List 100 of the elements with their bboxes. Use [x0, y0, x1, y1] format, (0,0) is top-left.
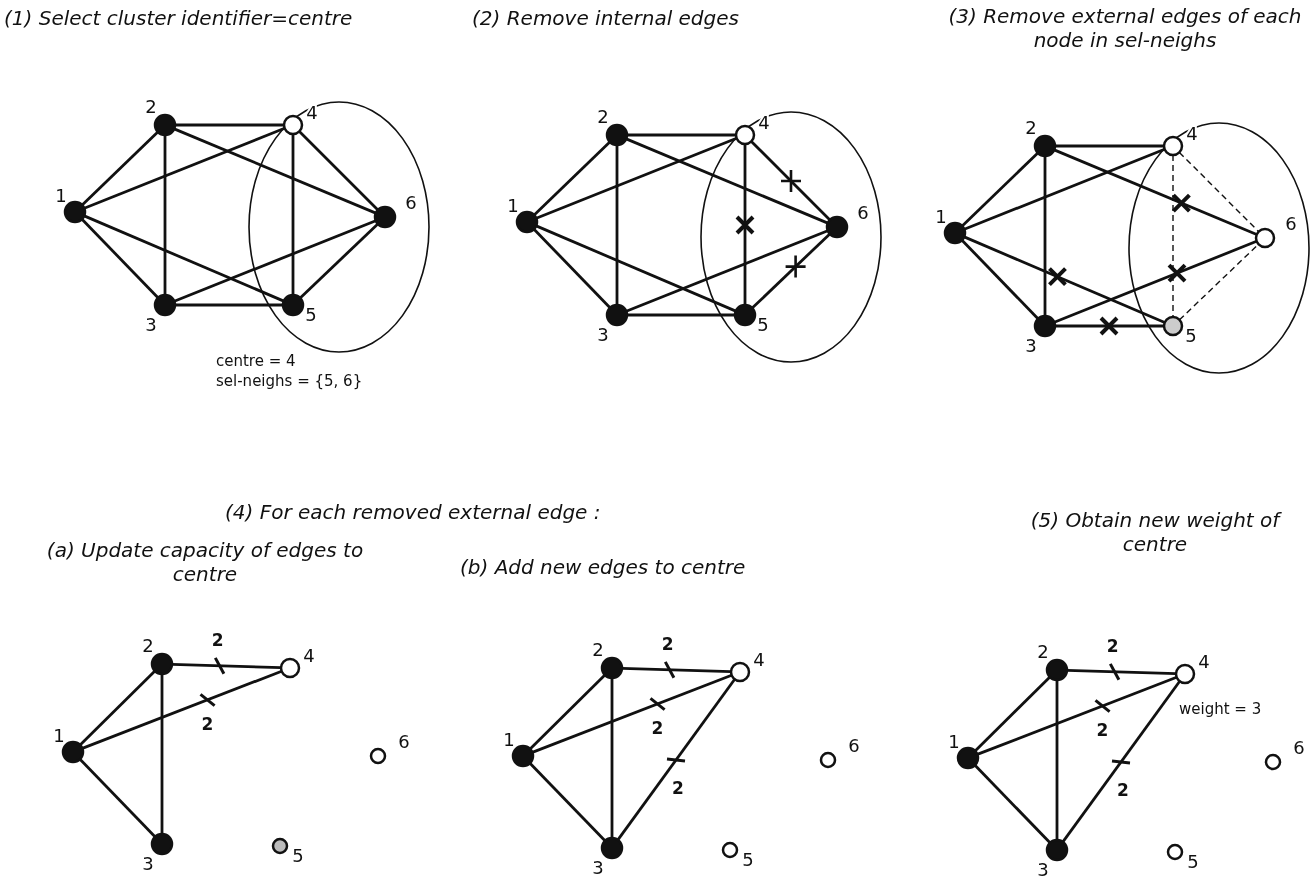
graph-edge — [298, 130, 379, 211]
graph-edge — [175, 303, 283, 307]
graph-edge — [961, 152, 1039, 227]
vertex-number: 5 — [757, 314, 769, 335]
edge-label: 2 — [651, 717, 664, 738]
step-heading: (5) Obtain new weight of centre — [1029, 508, 1283, 556]
vertex-number: 6 — [1293, 737, 1305, 758]
edge-label: 2 — [1106, 635, 1119, 656]
step-heading: (4) For each removed external edge : — [225, 500, 602, 524]
vertex-number: 3 — [597, 324, 609, 345]
graph-edge — [291, 134, 295, 295]
graph-edge — [615, 145, 619, 305]
dashed-edge — [1172, 154, 1174, 318]
note-text: centre = 4 — [216, 352, 297, 370]
graph-edge — [750, 140, 831, 221]
graph-edge — [627, 133, 736, 137]
edge-label: 2 — [1117, 780, 1129, 800]
vertex-number: 2 — [1025, 117, 1037, 138]
graph-edge — [1055, 680, 1059, 840]
vertex-note: weight = 3 — [1179, 700, 1262, 718]
graph-edge — [535, 224, 737, 313]
graph-edge — [81, 669, 283, 750]
edge-label: 2 — [201, 713, 214, 734]
graph-edge — [533, 228, 611, 309]
graph-edge — [1066, 668, 1177, 676]
graph-edge — [963, 235, 1166, 324]
graph-edge — [625, 137, 829, 225]
graph-edge — [160, 674, 164, 834]
vertex-number: 3 — [592, 857, 604, 878]
vertex-number: 2 — [597, 106, 609, 127]
edge-label: 2 — [211, 629, 224, 650]
graph-edge — [974, 676, 1051, 752]
vertex-number: 6 — [857, 202, 869, 223]
vertex-number: 1 — [53, 725, 65, 746]
graph-edge — [751, 232, 831, 310]
vertex-number: 4 — [1198, 651, 1210, 672]
vertex-number: 1 — [503, 729, 515, 750]
vertex-number: 5 — [292, 845, 304, 866]
vertex-number: 2 — [1037, 641, 1049, 662]
graph-edge — [743, 144, 747, 305]
edge-label: 2 — [672, 778, 684, 798]
vertex-number: 4 — [1186, 123, 1198, 144]
graph-edge — [976, 675, 1178, 756]
graph-edge — [1061, 680, 1181, 843]
graph-edge — [1053, 148, 1258, 236]
graph-edge — [535, 137, 738, 220]
graph-edge — [610, 678, 614, 838]
dashed-edge — [1178, 151, 1260, 233]
vertex-number: 4 — [753, 649, 765, 670]
step-heading: (2) Remove internal edges — [472, 6, 740, 30]
graph-edge — [79, 758, 156, 838]
vertex-number: 1 — [507, 195, 519, 216]
graph-edge — [529, 762, 606, 842]
step-heading: (a) Update capacity of edges to centre — [45, 538, 365, 586]
vertex-number: 5 — [1187, 851, 1199, 872]
step-heading: (3) Remove external edges of each node in sel-neighs — [947, 4, 1303, 52]
step-heading: (b) Add new edges to centre — [460, 555, 747, 579]
vertex-number: 3 — [145, 314, 157, 335]
graph-edge — [173, 127, 377, 215]
graph-edge — [79, 670, 156, 746]
graph-edge — [1055, 144, 1164, 148]
graph-edge — [83, 127, 286, 210]
note-text: sel-neighs = {5, 6} — [216, 372, 364, 390]
graph-edge — [175, 123, 284, 127]
graph-edge — [1043, 156, 1047, 316]
graph-edge — [83, 214, 285, 303]
graph-edge — [627, 313, 735, 317]
graph-edge — [961, 239, 1039, 320]
graph-edge — [533, 141, 611, 216]
vertex-number: 5 — [305, 304, 317, 325]
edge-label: 2 — [661, 633, 674, 654]
vertex-number: 6 — [848, 735, 860, 756]
vertex-number: 2 — [592, 639, 604, 660]
graph-edge — [171, 662, 282, 670]
vertex-number: 4 — [306, 102, 318, 123]
graph-edge — [974, 764, 1051, 844]
vertex-number: 6 — [398, 731, 410, 752]
vertex-number: 2 — [145, 96, 157, 117]
graph-edge — [81, 218, 159, 299]
vertex-number: 5 — [742, 849, 754, 870]
graph-edge — [531, 673, 733, 754]
graph-edge — [616, 678, 736, 841]
vertex-number: 2 — [142, 635, 154, 656]
vertex-number: 3 — [1025, 335, 1037, 356]
vertex-number: 1 — [935, 206, 947, 227]
edge-label: 2 — [1096, 719, 1109, 740]
graph-edge — [529, 674, 606, 750]
graph-edge — [1055, 324, 1164, 328]
vertex-number: 1 — [948, 731, 960, 752]
vertex-number: 3 — [142, 853, 154, 874]
vertex-number: 3 — [1037, 859, 1049, 880]
graph-edge — [173, 219, 377, 303]
graph-edge — [81, 131, 159, 206]
vertex-number: 5 — [1185, 325, 1197, 346]
graph-edge — [625, 229, 829, 313]
vertex-number: 1 — [55, 185, 67, 206]
graph-edge — [163, 135, 167, 295]
graph-edge — [1053, 240, 1258, 324]
vertex-number: 4 — [758, 112, 770, 133]
vertex-number: 4 — [303, 645, 315, 666]
